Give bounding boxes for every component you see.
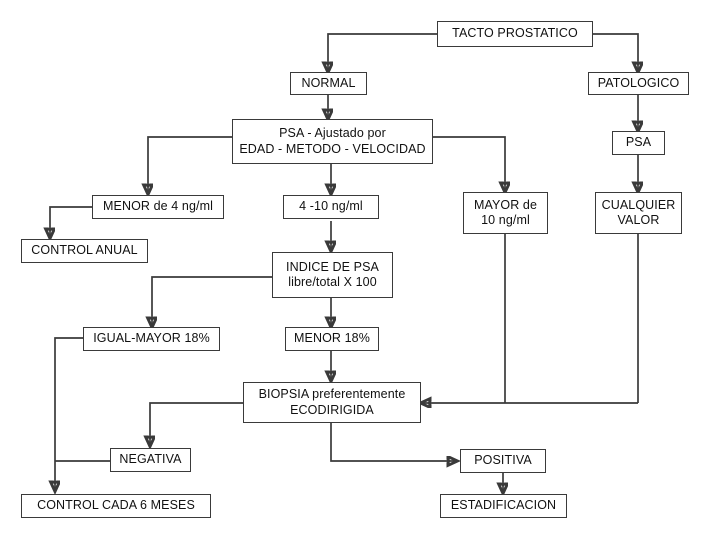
node-label-control-anual: CONTROL ANUAL [31, 243, 138, 258]
edge-psaajustado-to-mayor10 [433, 136, 505, 192]
node-label-positiva: POSITIVA [474, 453, 532, 468]
node-label-normal: NORMAL [301, 75, 356, 90]
edge-tacto-to-patologico [592, 33, 638, 72]
edge-biopsia-to-positiva [330, 423, 457, 461]
node-label-rango-4-10: 4 -10 ng/ml [299, 199, 363, 214]
edge-psaajustado-to-menor4 [148, 136, 232, 194]
node-label-indice-psa: INDICE DE PSA libre/total X 100 [286, 259, 379, 289]
node-label-patologico: PATOLOGICO [597, 75, 680, 90]
node-estadificacion[interactable]: ESTADIFICACION [440, 494, 567, 518]
node-biopsia[interactable]: BIOPSIA preferentemente ECODIRIGIDA [243, 382, 421, 423]
node-mayor-10[interactable]: MAYOR de 10 ng/ml [463, 192, 548, 234]
node-patologico[interactable]: PATOLOGICO [588, 72, 689, 95]
node-psa-ajustado[interactable]: PSA - Ajustado por EDAD - METODO - VELOC… [232, 119, 433, 164]
node-label-psa: PSA [625, 135, 652, 150]
node-label-tacto-prostatico: TACTO PROSTATICO [452, 26, 578, 41]
edge-igualmayor-to-control6 [55, 337, 83, 491]
node-negativa[interactable]: NEGATIVA [110, 448, 191, 472]
node-control-6-meses[interactable]: CONTROL CADA 6 MESES [21, 494, 211, 518]
node-label-control-6-meses: CONTROL CADA 6 MESES [37, 498, 195, 513]
edge-indice-to-igual-mayor [152, 276, 272, 327]
edge-menor4-to-control-anual [50, 206, 92, 238]
node-label-igual-mayor-18: IGUAL-MAYOR 18% [93, 331, 210, 346]
node-label-menor-18: MENOR 18% [294, 331, 370, 346]
node-menor-18[interactable]: MENOR 18% [285, 327, 379, 351]
node-label-psa-ajustado: PSA - Ajustado por EDAD - METODO - VELOC… [239, 126, 426, 156]
node-control-anual[interactable]: CONTROL ANUAL [21, 239, 148, 263]
node-label-cualquier-valor: CUALQUIER VALOR [601, 197, 676, 227]
node-label-biopsia: BIOPSIA preferentemente ECODIRIGIDA [258, 387, 406, 417]
node-psa[interactable]: PSA [612, 131, 665, 155]
node-tacto-prostatico[interactable]: TACTO PROSTATICO [437, 21, 593, 47]
node-igual-mayor-18[interactable]: IGUAL-MAYOR 18% [83, 327, 220, 351]
node-label-estadificacion: ESTADIFICACION [450, 498, 557, 513]
node-normal[interactable]: NORMAL [290, 72, 367, 95]
node-indice-psa[interactable]: INDICE DE PSA libre/total X 100 [272, 252, 393, 298]
node-positiva[interactable]: POSITIVA [460, 449, 546, 473]
edge-biopsia-to-negativa [150, 402, 243, 446]
edge-tacto-to-normal [328, 33, 437, 72]
node-label-mayor-10: MAYOR de 10 ng/ml [473, 197, 538, 227]
node-menor-4[interactable]: MENOR de 4 ng/ml [92, 195, 224, 219]
node-label-menor-4: MENOR de 4 ng/ml [103, 199, 213, 214]
node-rango-4-10[interactable]: 4 -10 ng/ml [283, 195, 379, 219]
node-label-negativa: NEGATIVA [119, 452, 182, 467]
node-cualquier-valor[interactable]: CUALQUIER VALOR [595, 192, 682, 234]
